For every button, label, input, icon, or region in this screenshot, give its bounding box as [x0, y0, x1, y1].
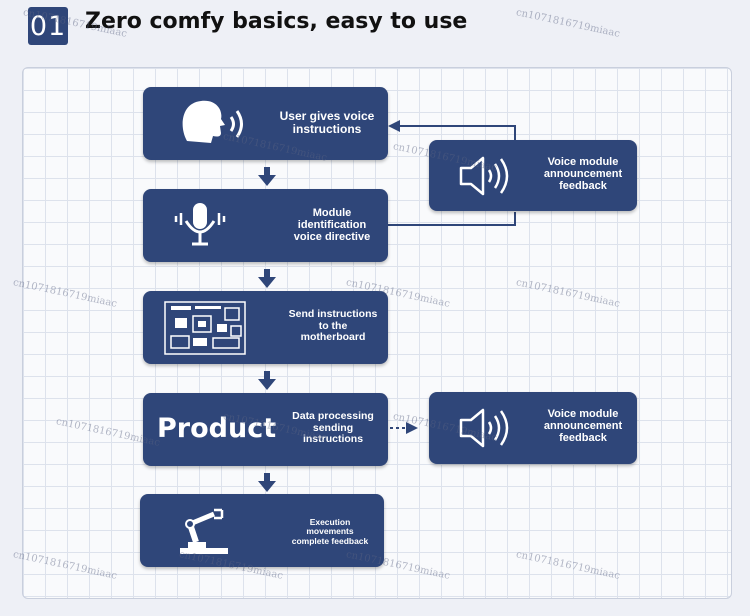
step-user-voice: User gives voice instructions — [143, 87, 388, 160]
step-module-identification: Module identification voice directive — [143, 189, 388, 262]
product-label: Product — [157, 413, 277, 444]
side-voice-feedback: Voice module announcement feedback — [429, 392, 637, 464]
step-data-processing: Product Data processing sending instruct… — [143, 393, 388, 466]
page-title: Zero comfy basics, easy to use — [85, 9, 468, 34]
step-label: Module identification voice directive — [293, 207, 371, 244]
speaker-icon — [459, 156, 509, 196]
speaker-icon — [459, 408, 509, 448]
user-speaking-icon — [182, 100, 243, 143]
step-label: User gives voice instructions — [279, 109, 375, 137]
step-send-instructions: Send instructions to the motherboard — [143, 291, 388, 364]
microphone-icon — [174, 203, 226, 246]
side-voice-feedback: Voice module announcement feedback — [429, 140, 637, 211]
circuit-board-icon — [164, 301, 246, 355]
arrow-down-icon — [258, 269, 276, 288]
header: 01 Zero comfy basics, easy to use — [0, 0, 750, 60]
step-label: Send instructions to the motherboard — [288, 308, 378, 344]
arrow-down-icon — [258, 371, 276, 390]
side-label: Voice module announcement feedback — [543, 408, 623, 445]
arrow-down-icon — [258, 167, 276, 186]
side-label: Voice module announcement feedback — [543, 156, 623, 193]
step-execution: Execution movements complete feedback — [140, 494, 384, 567]
section-number-badge: 01 — [28, 7, 68, 45]
robotic-arm-icon — [180, 508, 228, 554]
step-label: Data processing sending instructions — [292, 410, 374, 446]
arrow-down-icon — [258, 473, 276, 492]
step-label: Execution movements complete feedback — [291, 517, 369, 546]
